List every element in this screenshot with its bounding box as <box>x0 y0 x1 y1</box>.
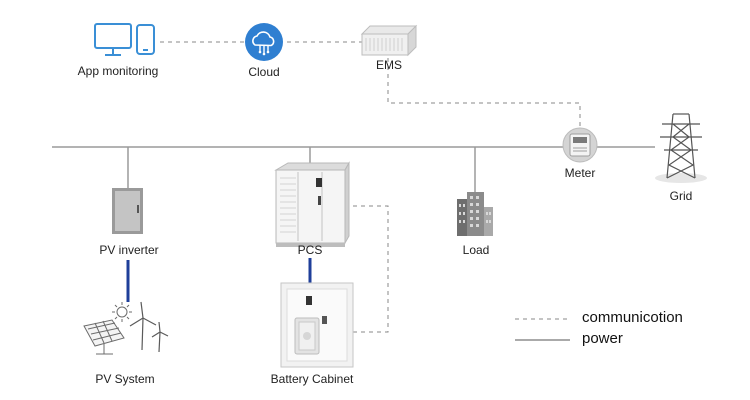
pcs-label: PCS <box>297 243 323 257</box>
dc-links <box>126 258 312 302</box>
ems-label: EMS <box>375 58 403 72</box>
cloud-icon <box>245 23 283 61</box>
monitor-icon <box>94 23 132 56</box>
pcs-cabinet-icon <box>274 161 350 247</box>
battery-cabinet-icon <box>280 282 354 368</box>
legend-communication-label: communicotion <box>582 309 683 326</box>
load-label: Load <box>462 243 490 257</box>
wind-turbine-icon <box>129 301 169 353</box>
meter-label: Meter <box>564 166 596 180</box>
solar-panel-icon <box>83 302 132 355</box>
meter-icon <box>562 127 598 163</box>
pv-inverter-icon <box>112 188 143 234</box>
app-monitoring-label: App monitoring <box>77 64 159 78</box>
communication-lines <box>160 41 581 333</box>
pv-inverter-label: PV inverter <box>99 243 159 257</box>
grid-label: Grid <box>669 189 693 203</box>
ems-server-icon <box>360 24 418 57</box>
phone-icon <box>136 24 155 55</box>
legend-lines <box>515 318 570 341</box>
power-lines <box>52 146 655 192</box>
legend-power-label: power <box>582 330 623 347</box>
battery-cabinet-label: Battery Cabinet <box>270 372 354 386</box>
grid-tower-icon <box>655 113 707 183</box>
pv-system-label: PV System <box>95 372 155 386</box>
load-building-icon <box>457 192 493 236</box>
cloud-label: Cloud <box>248 65 280 79</box>
